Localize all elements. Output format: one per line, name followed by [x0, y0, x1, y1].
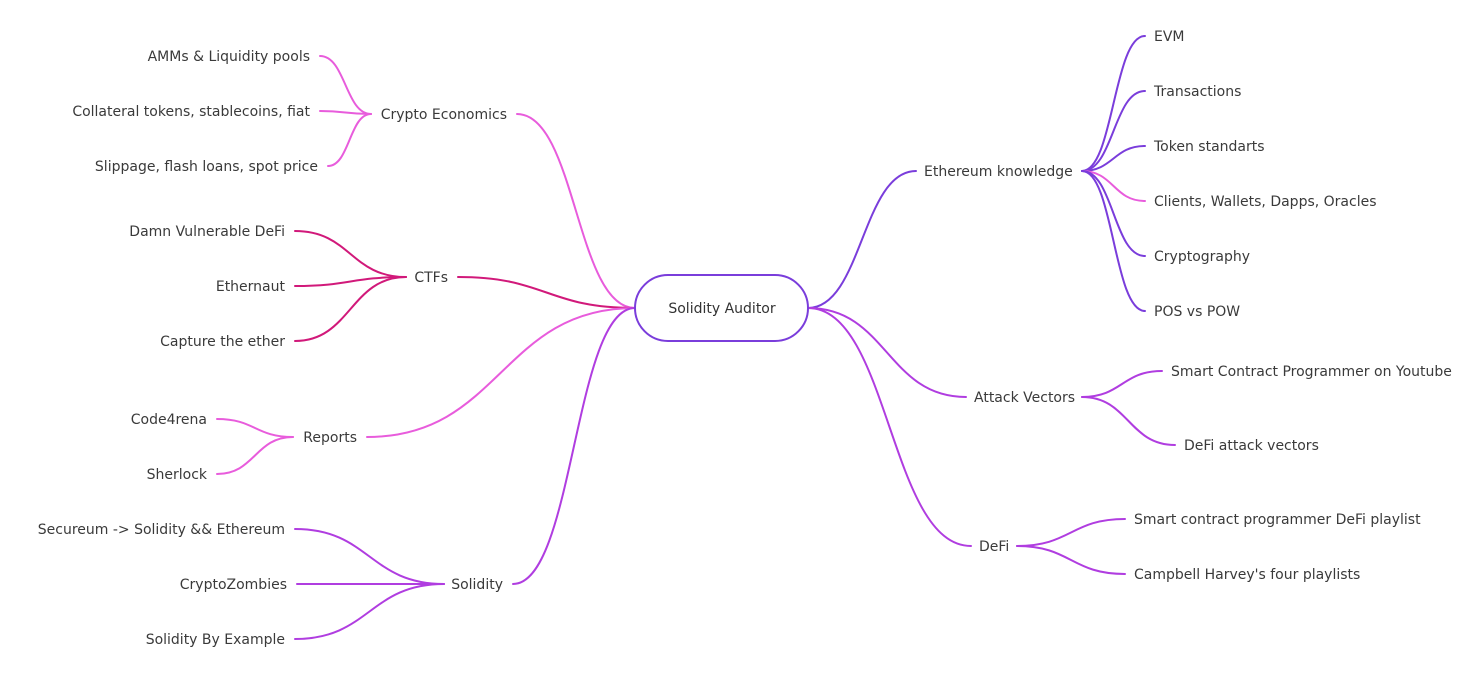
leaf-node-right-0-0[interactable]: EVM: [1154, 29, 1185, 45]
leaf-connector-right-0-5: [1081, 170, 1146, 312]
leaf-node-left-2-0[interactable]: Code4rena: [131, 412, 207, 428]
leaf-connector-right-0-2: [1081, 145, 1146, 172]
leaf-connector-right-0-4: [1081, 170, 1146, 257]
branch-node-left-3[interactable]: Solidity: [451, 577, 503, 593]
leaf-node-left-1-2[interactable]: Capture the ether: [160, 334, 285, 350]
branch-node-left-0[interactable]: Crypto Economics: [381, 107, 507, 123]
branch-node-right-2[interactable]: DeFi: [979, 539, 1009, 555]
leaf-connector-left-1-0: [294, 230, 407, 278]
leaf-connector-right-2-1: [1016, 545, 1126, 575]
leaf-connector-left-1-1: [294, 276, 407, 287]
leaf-node-left-0-0[interactable]: AMMs & Liquidity pools: [148, 49, 310, 65]
leaf-node-right-0-5[interactable]: POS vs POW: [1154, 304, 1240, 320]
leaf-node-left-3-0[interactable]: Secureum -> Solidity && Ethereum: [38, 522, 285, 538]
root-node-outline: [634, 274, 809, 342]
root-node-label[interactable]: Solidity Auditor: [668, 301, 776, 317]
leaf-connector-right-1-1: [1081, 396, 1176, 446]
node-layer: Solidity Auditor Crypto Economics AMMs & …: [38, 29, 1452, 648]
leaf-node-right-0-1[interactable]: Transactions: [1153, 84, 1241, 100]
leaf-node-right-0-4[interactable]: Cryptography: [1154, 249, 1250, 265]
leaf-node-right-1-1[interactable]: DeFi attack vectors: [1184, 438, 1319, 454]
connector-layer: [216, 35, 1176, 640]
branch-connector-left-1: [457, 276, 636, 309]
leaf-node-left-2-1[interactable]: Sherlock: [147, 467, 208, 483]
leaf-node-left-3-1[interactable]: CryptoZombies: [180, 577, 287, 593]
leaf-connector-right-0-1: [1081, 90, 1146, 172]
leaf-node-right-2-0[interactable]: Smart contract programmer DeFi playlist: [1134, 512, 1421, 528]
branch-connector-right-2: [807, 307, 972, 547]
leaf-node-left-0-1[interactable]: Collateral tokens, stablecoins, fiat: [72, 104, 310, 120]
branch-connector-left-3: [512, 307, 636, 585]
leaf-node-left-3-2[interactable]: Solidity By Example: [146, 632, 285, 648]
leaf-connector-left-0-1: [319, 110, 372, 115]
leaf-connector-right-0-0: [1081, 35, 1146, 172]
leaf-node-left-1-0[interactable]: Damn Vulnerable DeFi: [129, 224, 285, 240]
leaf-connector-right-1-0: [1081, 370, 1163, 398]
leaf-node-left-0-2[interactable]: Slippage, flash loans, spot price: [95, 159, 318, 175]
root-node[interactable]: Solidity Auditor: [634, 274, 809, 342]
branch-node-left-1[interactable]: CTFs: [414, 270, 448, 286]
leaf-node-right-0-2[interactable]: Token standarts: [1153, 139, 1265, 155]
leaf-connector-left-3-2: [294, 583, 445, 640]
branch-connector-left-0: [516, 113, 636, 309]
branch-node-right-0[interactable]: Ethereum knowledge: [924, 164, 1073, 180]
branch-connector-left-2: [366, 307, 636, 438]
branch-node-left-2[interactable]: Reports: [303, 430, 357, 446]
leaf-connector-right-2-0: [1016, 518, 1126, 547]
leaf-node-right-0-3[interactable]: Clients, Wallets, Dapps, Oracles: [1154, 194, 1377, 210]
branch-connector-right-0: [807, 170, 917, 309]
leaf-connector-right-0-3: [1081, 170, 1146, 202]
leaf-connector-left-3-0: [294, 528, 445, 585]
leaf-connector-left-0-2: [327, 113, 372, 167]
leaf-connector-left-2-1: [216, 436, 294, 475]
leaf-node-right-2-1[interactable]: Campbell Harvey's four playlists: [1134, 567, 1360, 583]
branch-connector-right-1: [807, 307, 967, 398]
leaf-node-right-1-0[interactable]: Smart Contract Programmer on Youtube: [1171, 364, 1452, 380]
leaf-connector-left-2-0: [216, 418, 294, 438]
leaf-connector-left-1-2: [294, 276, 407, 342]
branch-node-right-1[interactable]: Attack Vectors: [974, 390, 1075, 406]
leaf-node-left-1-1[interactable]: Ethernaut: [216, 279, 286, 295]
leaf-connector-left-0-0: [319, 55, 372, 115]
